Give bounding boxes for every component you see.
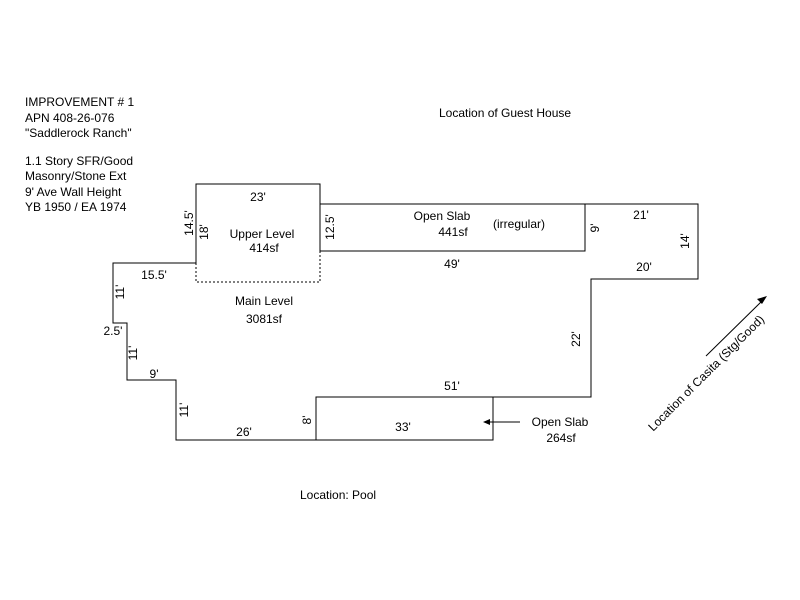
- dim-south-slab-bottom: 33': [395, 420, 411, 434]
- open-slab-north-outline: [319, 203, 586, 252]
- open-slab-north-name: Open Slab: [414, 209, 471, 223]
- dim-west-4: 11': [126, 346, 140, 361]
- dim-west-3: 2.5': [104, 324, 123, 338]
- improvement-number: IMPROVEMENT # 1: [25, 95, 135, 109]
- dim-west-5: 9': [150, 367, 159, 381]
- open-slab-north-note: (irregular): [493, 217, 545, 231]
- open-slab-south-name: Open Slab: [532, 415, 589, 429]
- main-level-outline: [112, 203, 699, 441]
- property-name: "Saddlerock Ranch": [25, 126, 132, 140]
- upper-level-size: 414sf: [249, 241, 279, 255]
- dim-east-vertical: 22': [569, 331, 583, 347]
- year-built: YB 1950 / EA 1974: [25, 200, 127, 214]
- pool-location-label: Location: Pool: [300, 488, 377, 502]
- info-spacer: [25, 142, 134, 154]
- dim-west-6: 11': [177, 403, 191, 418]
- dim-west-1: 15.5': [141, 268, 167, 282]
- casita-location-label: Location of Casita (Stg/Good): [645, 312, 767, 434]
- dim-bottom-left: 26': [236, 425, 252, 439]
- dim-south-slab-left: 8': [300, 416, 314, 425]
- main-level-size: 3081sf: [246, 312, 283, 326]
- main-level-name: Main Level: [235, 294, 293, 308]
- wall-height: 9' Ave Wall Height: [25, 184, 122, 199]
- upper-level-dashed-edge: [195, 251, 321, 283]
- casita-arrowhead: [757, 296, 767, 304]
- dim-east-step: 20': [636, 260, 652, 274]
- dim-slab-right: 9': [588, 224, 602, 233]
- dim-upper-left-inner: 18': [197, 224, 211, 240]
- slab-pointer-arrowhead: [483, 419, 490, 425]
- casita-direction-line: [705, 299, 764, 357]
- upper-level-name: Upper Level: [230, 227, 295, 241]
- dim-east-top: 21': [633, 208, 649, 222]
- exterior-material: Masonry/Stone Ext: [25, 169, 127, 183]
- open-slab-south-size: 264sf: [546, 431, 576, 445]
- open-slab-south-outline: [315, 396, 494, 441]
- open-slab-north-size: 441sf: [438, 225, 468, 239]
- dim-upper-top: 23': [250, 190, 266, 204]
- dim-south-top: 51': [444, 379, 460, 393]
- dim-slab-left: 12.5': [323, 214, 337, 240]
- guest-house-location-label: Location of Guest House: [439, 106, 572, 120]
- dim-slab-bottom: 49': [444, 257, 460, 271]
- dim-upper-left: 14.5': [182, 210, 196, 236]
- property-info-block: IMPROVEMENT # 1 APN 408-26-076 "Saddlero…: [25, 95, 134, 216]
- dim-east-right: 14': [678, 233, 692, 249]
- story-class: 1.1 Story SFR/Good: [25, 153, 134, 168]
- dim-west-2: 11': [113, 285, 127, 300]
- apn-number: APN 408-26-076: [25, 110, 115, 125]
